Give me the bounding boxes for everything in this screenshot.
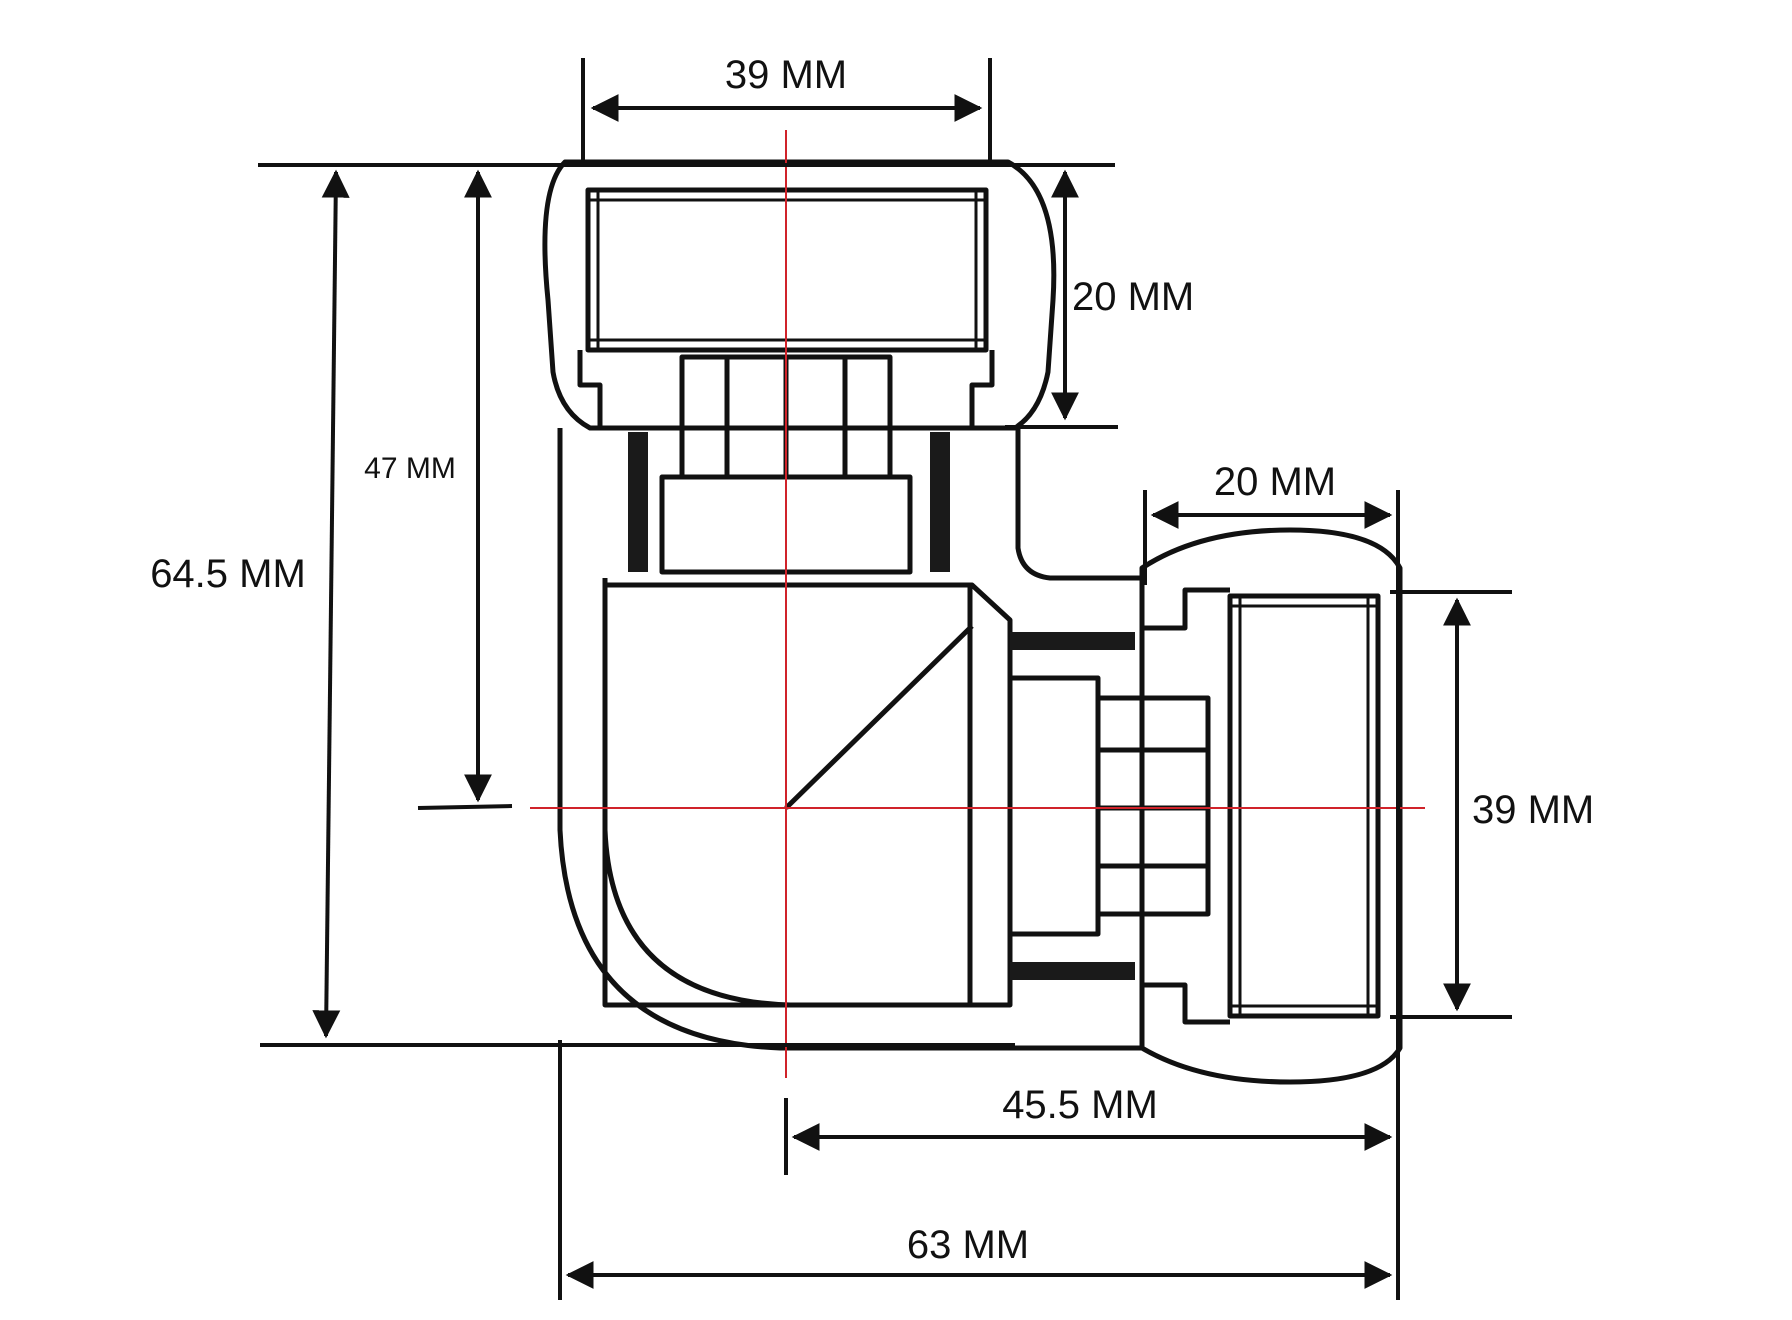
label-center-height: 47 MM (364, 452, 456, 485)
dim-total-height (312, 169, 350, 1039)
label-side-height: 39 MM (1472, 788, 1594, 832)
label-total-height: 64.5 MM (150, 552, 306, 596)
extension-lines (258, 58, 1512, 1300)
side-shoulder (1142, 587, 1230, 1025)
miter-line (784, 624, 974, 810)
top-shoulder (577, 350, 995, 428)
dimension-lines (312, 94, 1471, 1289)
label-side-socket-depth: 20 MM (1214, 460, 1336, 504)
label-top-width: 39 MM (725, 53, 847, 97)
elbow-body (542, 159, 1403, 1085)
side-socket-rect (1227, 593, 1381, 1019)
elbow-inner (602, 578, 1013, 1008)
label-center-to-end: 45.5 MM (1002, 1083, 1158, 1127)
body-hub (602, 582, 973, 1008)
side-collet (1007, 675, 1211, 937)
dimension-labels: 39 MM 20 MM 47 MM 64.5 MM 20 MM 39 MM 45… (150, 53, 1594, 1267)
label-total-width: 63 MM (907, 1223, 1029, 1267)
label-top-socket-depth: 20 MM (1072, 275, 1194, 319)
